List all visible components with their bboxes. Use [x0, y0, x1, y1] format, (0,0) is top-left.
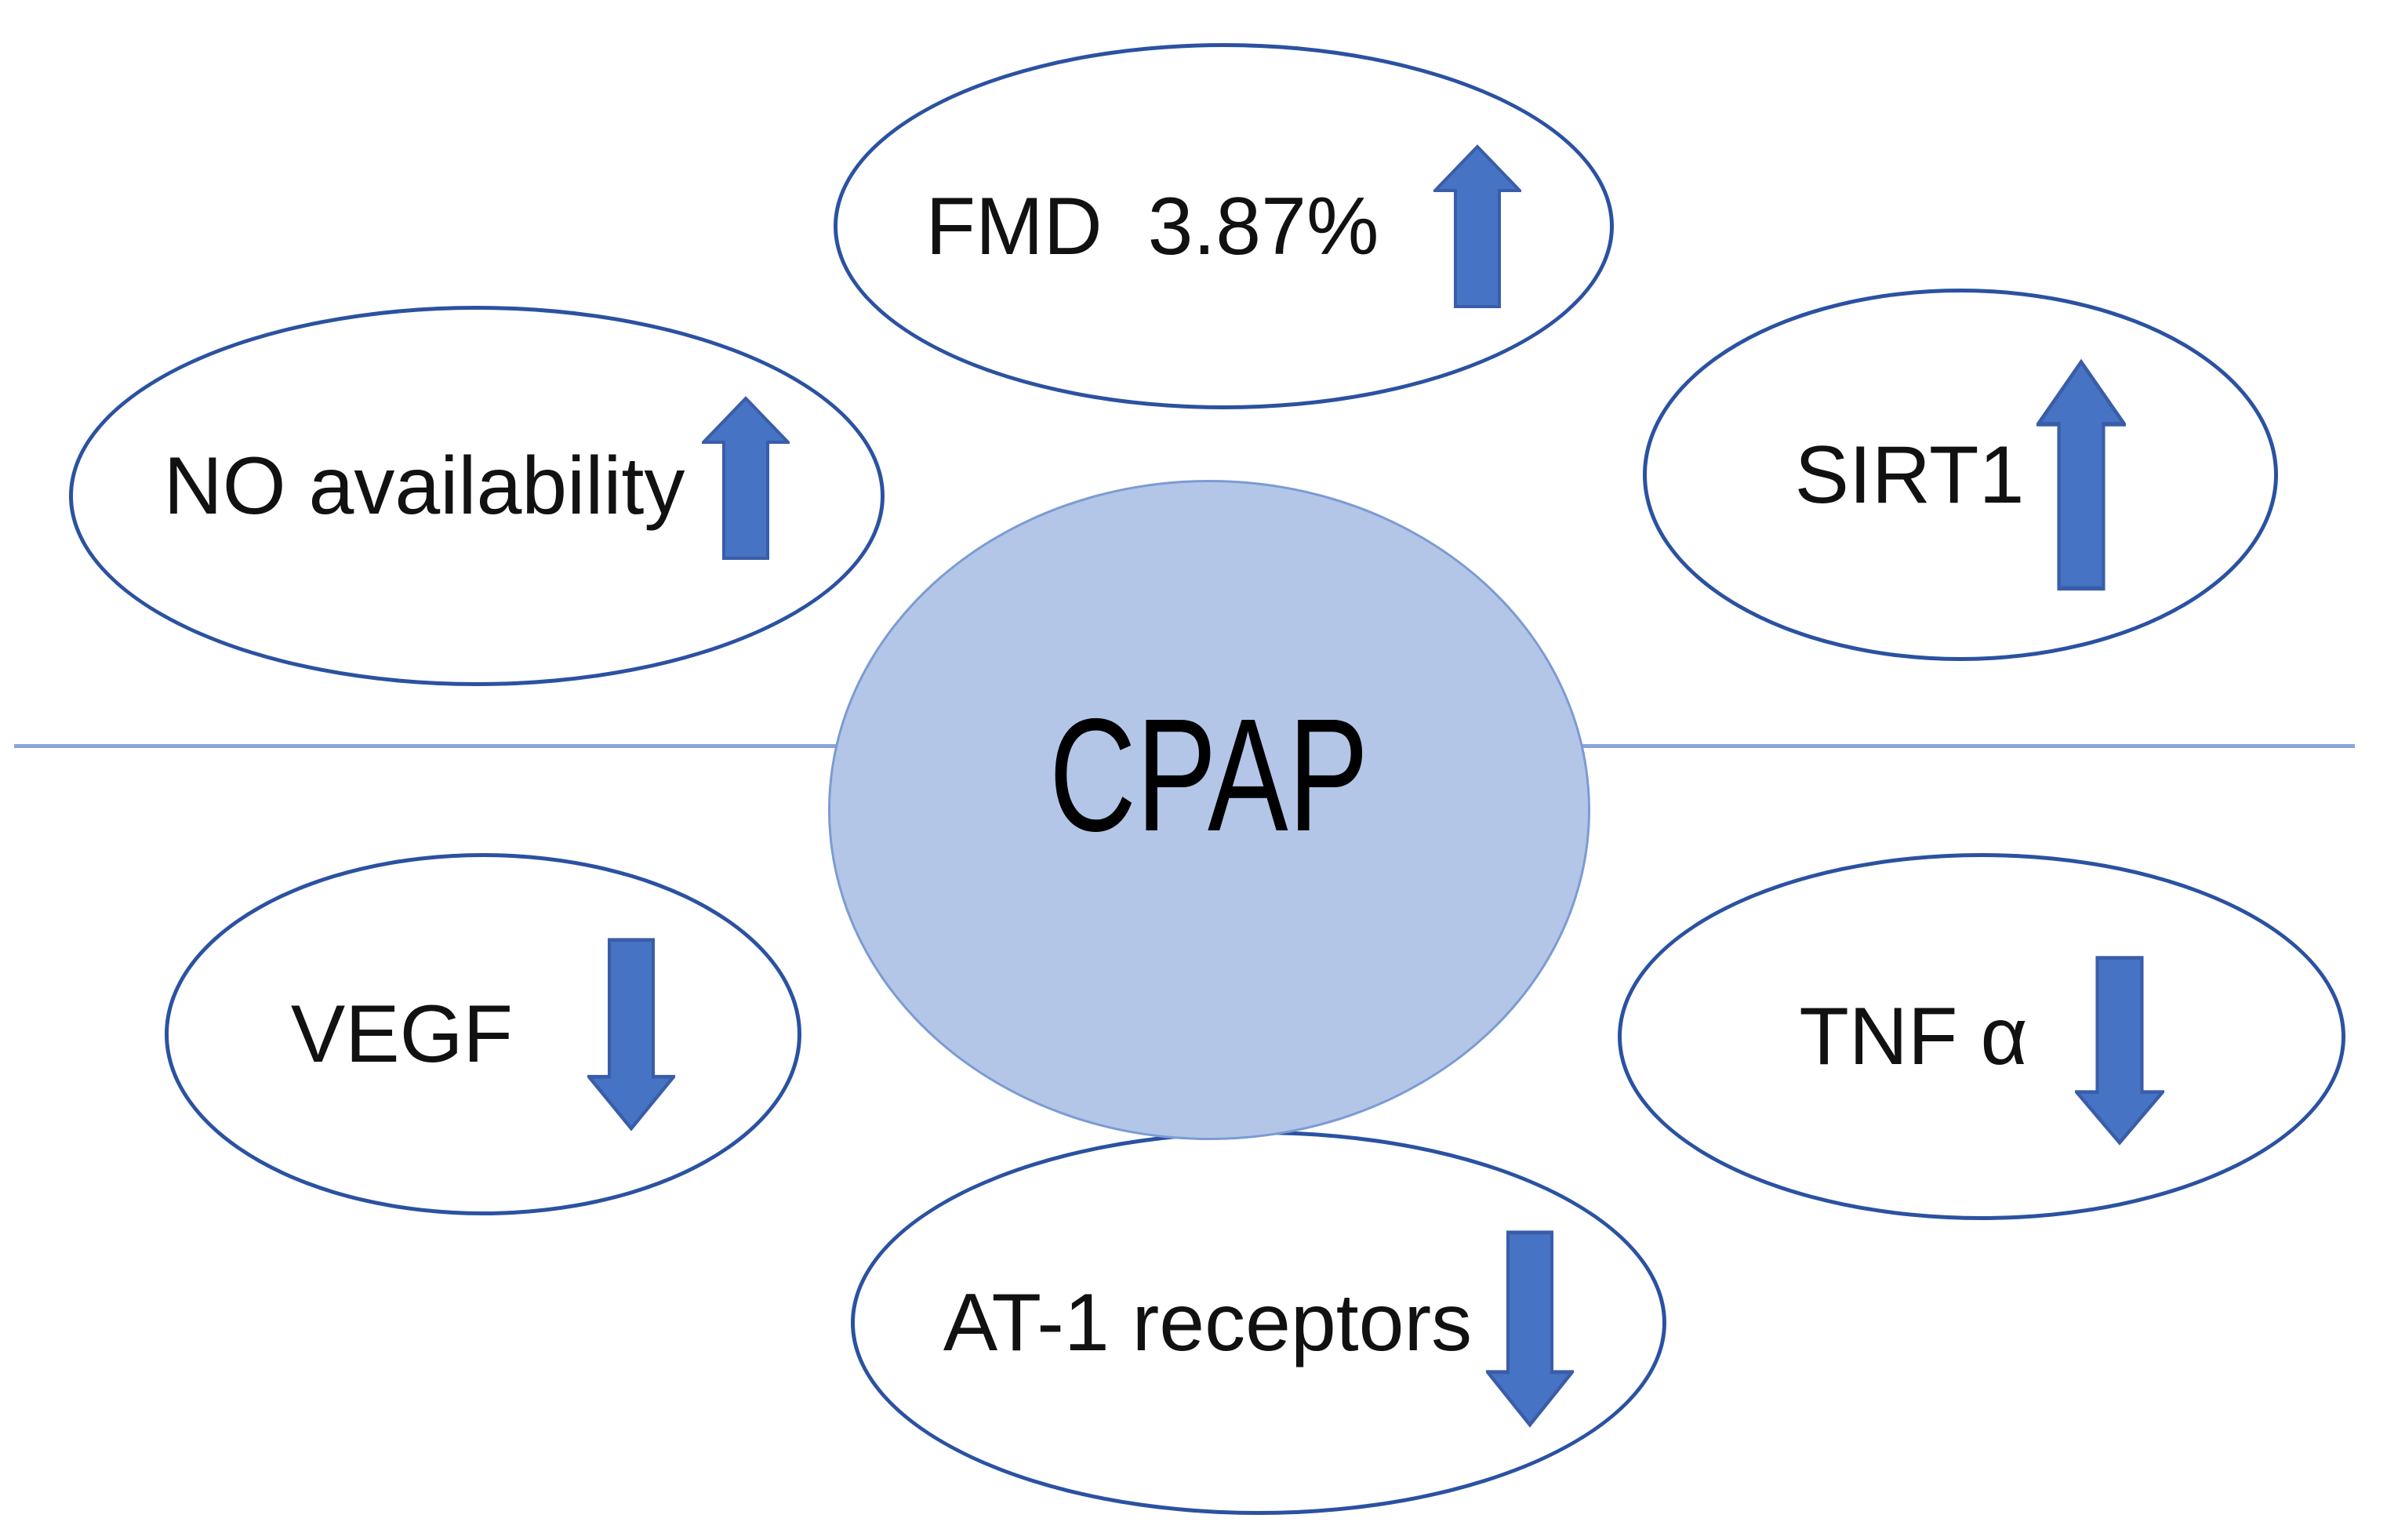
ellipse-no-availability: NO availability — [69, 306, 885, 686]
ellipse-vegf: VEGF — [165, 853, 801, 1215]
up-arrow-icon — [2036, 358, 2127, 590]
fmd-label: FMD 3.87% — [925, 180, 1379, 272]
ellipse-at1-receptors: AT-1 receptors — [851, 1131, 1666, 1515]
at1-receptors-label: AT-1 receptors — [943, 1277, 1473, 1368]
vegf-label: VEGF — [290, 989, 514, 1080]
no-availability-label: NO availability — [163, 441, 685, 532]
up-arrow-icon — [1433, 143, 1522, 308]
center-node-cpap: CPAP — [828, 480, 1590, 1140]
cpap-label: CPAP — [1049, 685, 1369, 865]
ellipse-sirt1: SIRT1 — [1643, 289, 2278, 661]
tnf-alpha-label: TNF α — [1799, 991, 2028, 1082]
down-arrow-icon — [2074, 956, 2164, 1146]
down-arrow-icon — [587, 938, 676, 1131]
ellipse-tnf-alpha: TNF α — [1618, 853, 2345, 1220]
up-arrow-icon — [702, 396, 790, 560]
down-arrow-icon — [1486, 1230, 1575, 1428]
sirt1-label: SIRT1 — [1794, 429, 2025, 521]
ellipse-fmd: FMD 3.87% — [834, 43, 1614, 409]
